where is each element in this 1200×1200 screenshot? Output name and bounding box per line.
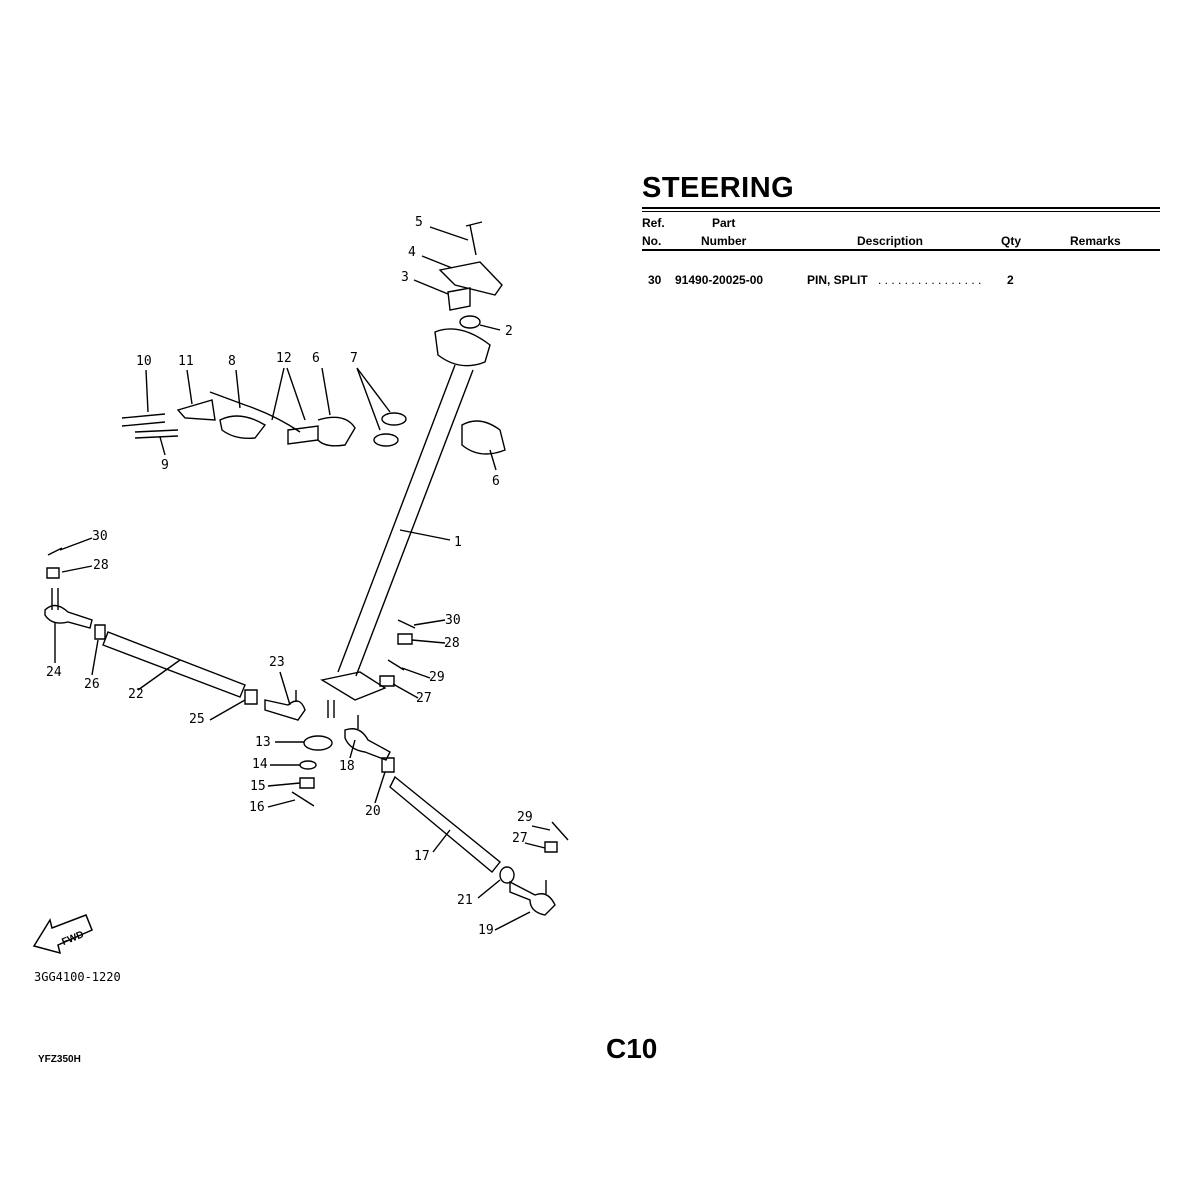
header-ref: Ref. <box>642 216 665 230</box>
header-rule <box>642 249 1160 251</box>
washer-7a <box>381 412 407 426</box>
nut-28-left <box>46 567 60 579</box>
callout: 21 <box>457 893 473 908</box>
callout: 10 <box>136 354 152 369</box>
header-qty: Qty <box>1001 234 1022 248</box>
plate-11 <box>176 399 216 421</box>
title-rule-thin <box>642 211 1160 212</box>
callout: 19 <box>478 923 494 938</box>
page-number: C10 <box>606 1033 658 1064</box>
callout: 14 <box>252 757 268 772</box>
callout: 29 <box>517 810 533 825</box>
holder-6 <box>287 416 356 447</box>
section-title: STEERING <box>642 172 795 204</box>
callout: 4 <box>408 245 416 260</box>
nut-pin-27-29 <box>544 821 569 853</box>
row-description: PIN, SPLIT <box>807 273 868 287</box>
callout: 13 <box>255 735 271 750</box>
pin-30-left <box>47 547 63 556</box>
callout: 28 <box>444 636 460 651</box>
callout: 23 <box>269 655 285 670</box>
rod-end-24 <box>44 588 93 629</box>
fwd-arrow-icon: FWD <box>32 914 93 955</box>
callout: 27 <box>416 691 432 706</box>
bolt-10 <box>121 413 166 427</box>
callout: 11 <box>178 354 194 369</box>
pins-nuts-right <box>379 619 416 687</box>
pin-16 <box>291 791 315 807</box>
collar <box>447 287 471 311</box>
column-top-bracket <box>434 328 491 367</box>
callout: 30 <box>445 613 461 628</box>
callout: 9 <box>161 458 169 473</box>
callout: 5 <box>415 215 423 230</box>
bolt-9 <box>134 429 179 439</box>
lock-plate <box>438 261 503 296</box>
steering-column-shaft <box>337 364 474 677</box>
nut-20 <box>381 757 395 773</box>
row-ref: 30 <box>648 273 662 287</box>
rod-end-18 <box>344 715 391 761</box>
callout: 18 <box>339 759 355 774</box>
callout-labels: 5 4 3 2 10 11 8 12 6 7 9 6 1 30 28 30 28… <box>46 215 533 938</box>
header-description: Description <box>857 234 924 248</box>
callout: 6 <box>312 351 320 366</box>
holder <box>461 420 506 455</box>
callout: 30 <box>92 529 108 544</box>
model-code: YFZ350H <box>38 1054 81 1065</box>
nut-26 <box>94 624 106 640</box>
bushing <box>459 315 481 329</box>
row-part-number: 91490-20025-00 <box>675 273 764 287</box>
callout: 25 <box>189 712 205 727</box>
row-qty: 2 <box>1007 273 1014 287</box>
callout: 1 <box>454 535 462 550</box>
header-remarks: Remarks <box>1070 234 1121 248</box>
cable-8 <box>209 391 301 440</box>
callout: 16 <box>249 800 265 815</box>
tie-rod-22 <box>102 631 246 698</box>
nut-25 <box>244 689 258 705</box>
drawing-code: 3GG4100-1220 <box>34 970 121 984</box>
pitman-arm <box>320 671 387 718</box>
header-part: Part <box>712 216 736 230</box>
tie-rod-17 <box>389 775 501 873</box>
callout: 15 <box>250 779 266 794</box>
washer-7b <box>373 433 399 447</box>
callout: 20 <box>365 804 381 819</box>
bolt <box>465 221 483 256</box>
callout: 28 <box>93 558 109 573</box>
callout: 27 <box>512 831 528 846</box>
callout: 22 <box>128 687 144 702</box>
rod-end-19 <box>509 880 556 916</box>
callout: 24 <box>46 665 62 680</box>
nut-15 <box>299 777 315 789</box>
header-number: Number <box>701 234 747 248</box>
callout: 29 <box>429 670 445 685</box>
callout: 7 <box>350 351 358 366</box>
header-no: No. <box>642 234 662 248</box>
diagram-drawing <box>44 221 569 931</box>
washer-14 <box>299 760 317 770</box>
callout: 26 <box>84 677 100 692</box>
washer-13 <box>303 735 333 751</box>
rod-end-23 <box>264 690 306 721</box>
callout: 8 <box>228 354 236 369</box>
callout: 6 <box>492 474 500 489</box>
nut-21 <box>499 866 515 884</box>
callout: 12 <box>276 351 292 366</box>
row-leader: . . . . . . . . . . . . . . . . <box>878 273 982 287</box>
callout: 3 <box>401 270 409 285</box>
callout: 17 <box>414 849 430 864</box>
callout: 2 <box>505 324 513 339</box>
title-rule <box>642 207 1160 209</box>
